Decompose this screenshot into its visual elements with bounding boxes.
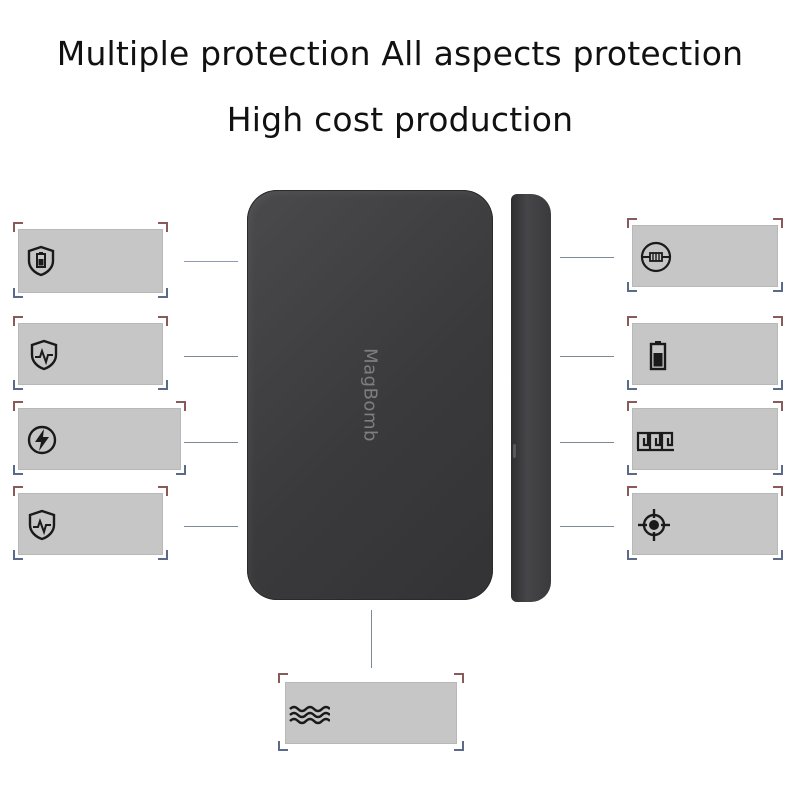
heartbeat-shield-icon (25, 508, 59, 542)
feature-box-battery (627, 316, 783, 390)
feature-box-precision (627, 486, 783, 560)
corner-mark (627, 282, 637, 292)
feature-box-overcharge (13, 222, 168, 298)
corner-mark (627, 486, 637, 496)
brand-logo: MagBomb (359, 348, 381, 442)
corner-mark (13, 465, 23, 475)
connector-line (371, 610, 372, 668)
corner-mark (176, 465, 186, 475)
lightning-circle-icon (25, 423, 59, 457)
feature-box-waterproof (278, 673, 464, 751)
feature-box-resistance (627, 218, 783, 292)
corner-mark (773, 282, 783, 292)
corner-mark (773, 380, 783, 390)
corner-mark (176, 401, 186, 411)
temperature-control-icon (636, 423, 676, 457)
connector-line (560, 356, 614, 357)
connector-line (560, 257, 614, 258)
feature-box-fast-charge (13, 401, 186, 475)
corner-mark (627, 218, 637, 228)
corner-mark (773, 316, 783, 326)
connector-line (184, 356, 238, 357)
corner-mark (773, 550, 783, 560)
corner-mark (158, 486, 168, 496)
corner-mark (158, 550, 168, 560)
corner-mark (158, 288, 168, 298)
connector-line (560, 526, 614, 527)
corner-mark (13, 401, 23, 411)
corner-mark (454, 673, 464, 683)
corner-mark (158, 316, 168, 326)
corner-mark (773, 486, 783, 496)
corner-mark (13, 550, 23, 560)
corner-mark (773, 465, 783, 475)
feature-box-overcurrent (13, 316, 168, 390)
corner-mark (278, 673, 288, 683)
connector-line (184, 442, 238, 443)
corner-mark (158, 380, 168, 390)
headline-line-2: High cost production (226, 100, 574, 139)
battery-icon (641, 338, 675, 372)
connector-line (560, 442, 614, 443)
power-bank-side (511, 194, 551, 602)
corner-mark (13, 222, 23, 232)
corner-mark (13, 288, 23, 298)
power-bank-front: MagBomb (247, 190, 493, 600)
feature-box-short-circuit (13, 486, 168, 560)
connector-line (184, 261, 238, 262)
heartbeat-shield-icon (27, 338, 61, 372)
feature-box-temperature (627, 401, 783, 475)
wave-icon (288, 697, 331, 731)
corner-mark (13, 486, 23, 496)
corner-mark (627, 380, 637, 390)
corner-mark (627, 316, 637, 326)
corner-mark (278, 741, 288, 751)
corner-mark (773, 401, 783, 411)
corner-mark (627, 465, 637, 475)
connector-line (184, 526, 238, 527)
corner-mark (454, 741, 464, 751)
corner-mark (158, 222, 168, 232)
corner-mark (13, 316, 23, 326)
battery-shield-icon (24, 244, 58, 278)
corner-mark (627, 550, 637, 560)
corner-mark (773, 218, 783, 228)
corner-mark (13, 380, 23, 390)
resistor-circle-icon (639, 240, 673, 274)
corner-mark (627, 401, 637, 411)
crosshair-target-icon (637, 508, 671, 542)
headline-line-1: Multiple protection All aspects protecti… (56, 34, 744, 73)
